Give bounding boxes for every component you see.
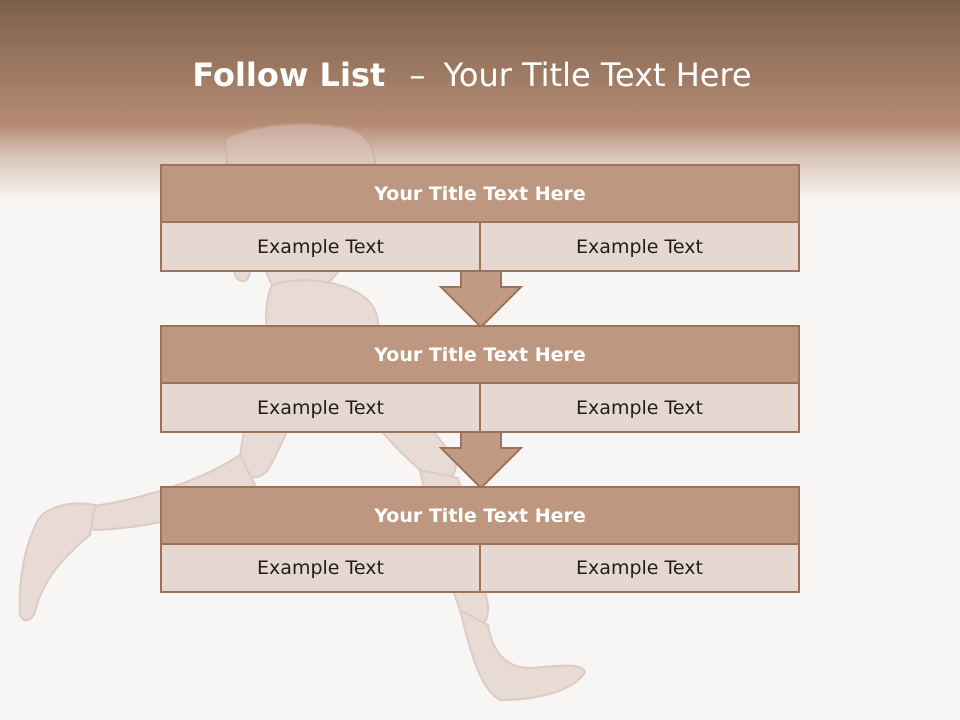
- block-body: Example Text Example Text: [162, 545, 798, 591]
- block-title: Your Title Text Here: [162, 488, 798, 545]
- list-block-1: Your Title Text Here Example Text Exampl…: [160, 164, 800, 272]
- block-right-cell: Example Text: [479, 545, 798, 591]
- list-block-2: Your Title Text Here Example Text Exampl…: [160, 325, 800, 433]
- block-right-cell: Example Text: [479, 384, 798, 431]
- block-title: Your Title Text Here: [162, 166, 798, 223]
- title-bold-part: Follow List: [192, 56, 386, 94]
- block-body: Example Text Example Text: [162, 223, 798, 270]
- down-arrow-icon: [438, 270, 524, 329]
- title-rest-part: Your Title Text Here: [443, 56, 752, 94]
- block-left-cell: Example Text: [257, 557, 384, 579]
- block-title: Your Title Text Here: [162, 327, 798, 384]
- block-body: Example Text Example Text: [162, 384, 798, 431]
- slide-title: Follow List – Your Title Text Here: [0, 56, 944, 94]
- title-dash: –: [409, 56, 426, 94]
- list-block-3: Your Title Text Here Example Text Exampl…: [160, 486, 800, 593]
- down-arrow-icon: [438, 431, 524, 490]
- block-left-cell: Example Text: [257, 235, 384, 258]
- block-right-cell: Example Text: [479, 223, 798, 270]
- block-left-cell: Example Text: [257, 396, 384, 419]
